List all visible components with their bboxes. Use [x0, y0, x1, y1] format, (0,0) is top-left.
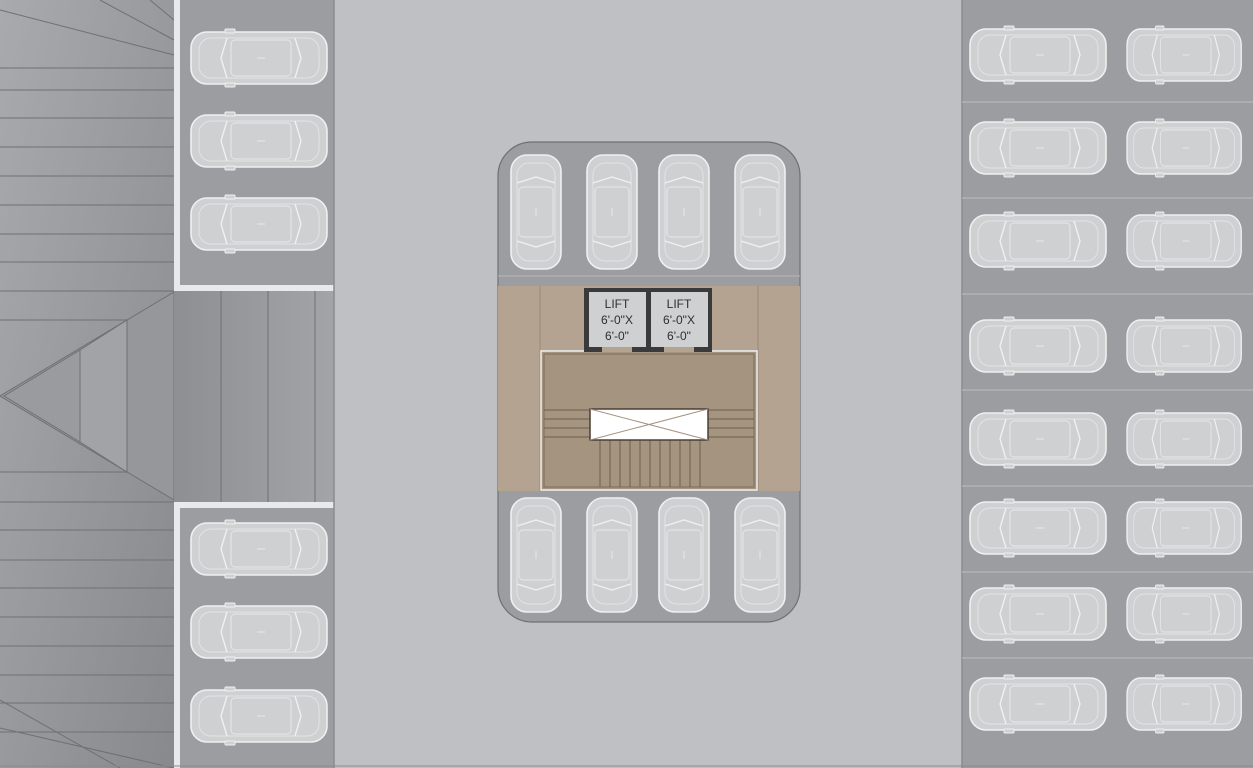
car: [969, 674, 1107, 734]
car: [190, 111, 328, 171]
car: [1126, 674, 1243, 734]
car: [969, 316, 1107, 376]
car: [1126, 584, 1243, 644]
staircase: [540, 350, 758, 491]
lift-2-label: LIFT: [667, 297, 692, 311]
car: [190, 519, 328, 579]
lift-shaft-2: [651, 292, 708, 347]
car: [658, 497, 710, 613]
car: [1126, 316, 1243, 376]
lift-1-width: 6'-0"X: [601, 313, 633, 327]
car: [1126, 409, 1243, 469]
lift-2-depth: 6'-0": [667, 329, 691, 343]
car: [1126, 25, 1243, 85]
car: [1126, 118, 1243, 178]
car: [190, 28, 328, 88]
car: [658, 154, 710, 270]
building-core: LIFT 6'-0"X 6'-0" LIFT 6'-0"X 6'-0": [498, 286, 800, 491]
ramp-left: [0, 0, 175, 768]
central-island: LIFT 6'-0"X 6'-0" LIFT 6'-0"X 6'-0": [497, 141, 801, 623]
lift-1-depth: 6'-0": [605, 329, 629, 343]
car: [969, 118, 1107, 178]
car: [190, 602, 328, 662]
car: [190, 194, 328, 254]
car: [969, 211, 1107, 271]
car: [510, 497, 562, 613]
ramp-middle-strip: [174, 291, 334, 502]
car: [1126, 211, 1243, 271]
car: [969, 409, 1107, 469]
parking-bay-left-upper: [174, 0, 334, 291]
lift-2-width: 6'-0"X: [663, 313, 695, 327]
car: [969, 25, 1107, 85]
lift-1-label: LIFT: [605, 297, 630, 311]
car: [969, 584, 1107, 644]
car: [586, 154, 638, 270]
car: [734, 154, 786, 270]
parking-bay-left-lower: [174, 502, 334, 768]
car: [190, 686, 328, 746]
car: [1126, 498, 1243, 558]
car: [969, 498, 1107, 558]
lift-shaft-1: [589, 292, 646, 347]
car: [586, 497, 638, 613]
car: [734, 497, 786, 613]
parking-bay-right: [961, 0, 1253, 768]
car: [510, 154, 562, 270]
lift-shafts: LIFT 6'-0"X 6'-0" LIFT 6'-0"X 6'-0": [584, 288, 712, 352]
